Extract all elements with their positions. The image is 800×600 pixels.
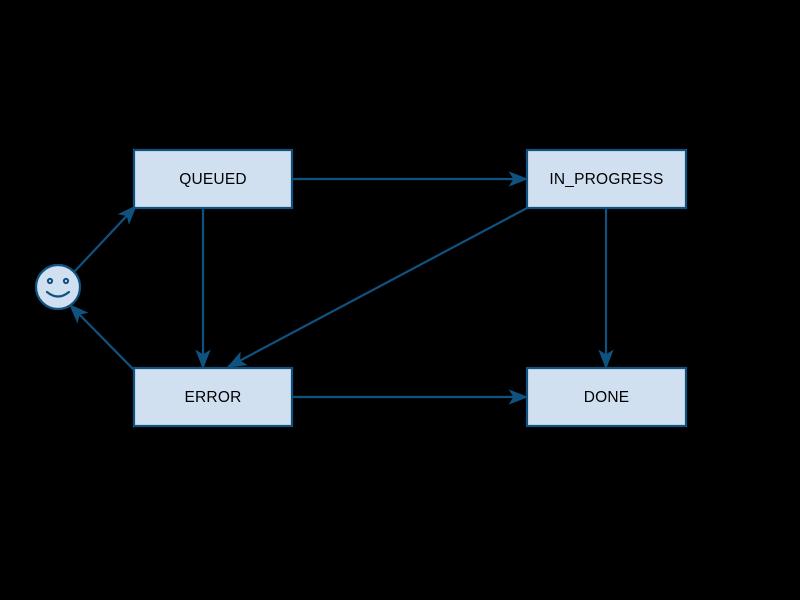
- state-node-in-progress[interactable]: IN_PROGRESS: [525, 148, 688, 210]
- smiley-eye-right: [62, 277, 70, 285]
- edge-in-progress-to-error: [226, 207, 528, 368]
- edge-in-progress-to-error-line: [226, 207, 528, 368]
- state-node-done[interactable]: DONE: [525, 366, 688, 428]
- state-node-queued[interactable]: QUEUED: [132, 148, 294, 210]
- smiley-eye-left: [46, 277, 54, 285]
- state-node-in-progress-box: [525, 148, 688, 210]
- edge-error-to-start-line: [69, 304, 137, 373]
- edge-error-to-start: [69, 304, 137, 373]
- edge-start-to-queued: [73, 205, 137, 273]
- state-node-done-label: DONE: [584, 389, 630, 406]
- state-node-error[interactable]: ERROR: [132, 366, 294, 428]
- smiley-face-icon[interactable]: [34, 263, 82, 311]
- state-node-done-box: [525, 366, 688, 428]
- edge-start-to-queued-line: [73, 205, 137, 273]
- state-node-queued-label: QUEUED: [179, 171, 247, 188]
- state-node-error-label: ERROR: [185, 389, 242, 406]
- smiley-head: [34, 263, 82, 311]
- state-node-in-progress-label: IN_PROGRESS: [549, 171, 663, 188]
- smiley-mouth: [45, 290, 71, 298]
- state-node-error-box: [132, 366, 294, 428]
- state-node-queued-box: [132, 148, 294, 210]
